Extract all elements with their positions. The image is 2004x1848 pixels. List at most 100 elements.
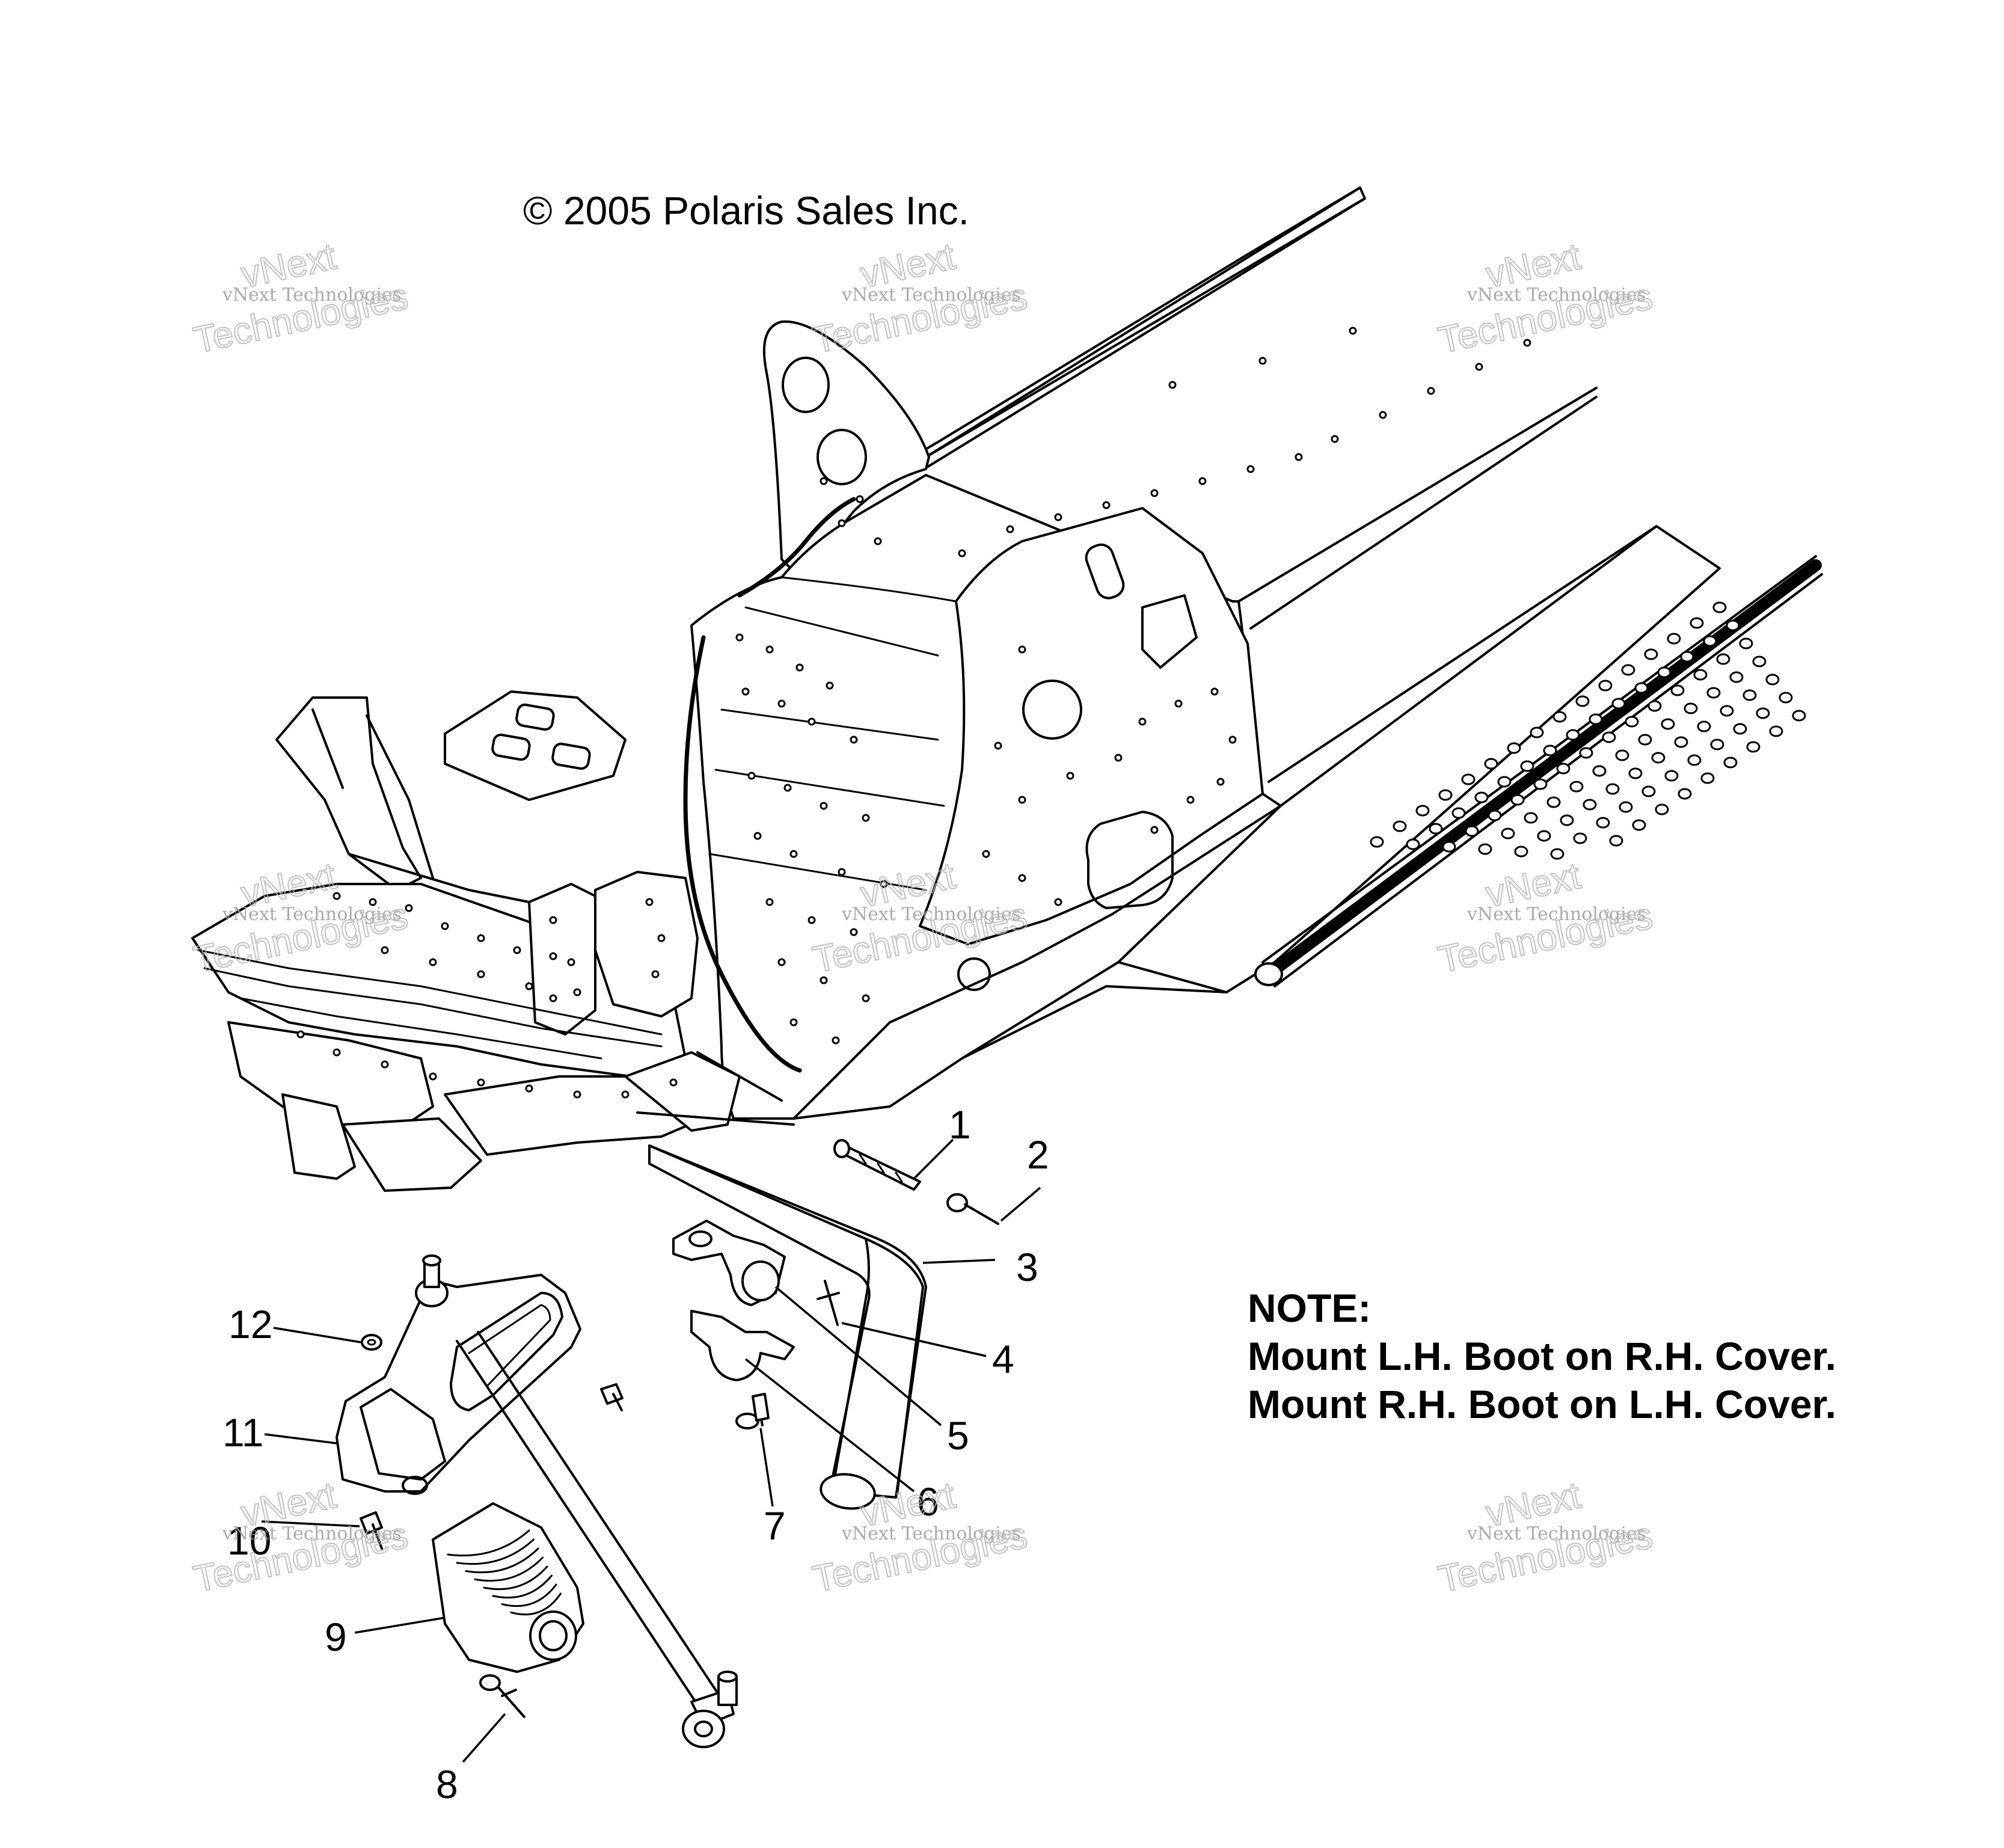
svg-text:vNext Technologies: vNext Technologies — [1466, 1523, 1646, 1544]
callout-1: 1 — [949, 1102, 971, 1147]
rivet-hole — [405, 904, 413, 912]
callout-9: 9 — [325, 1615, 347, 1659]
perforation-hole — [1667, 633, 1681, 645]
perforation-hole — [1566, 729, 1580, 741]
perforation-hole — [1641, 785, 1656, 797]
perforation-hole — [1488, 809, 1502, 821]
rivet-hole — [1054, 898, 1062, 906]
perforation-hole — [1716, 653, 1730, 665]
rivet-hole — [525, 982, 533, 990]
rivet-hole — [994, 741, 1002, 750]
rivet-hole — [1246, 465, 1255, 473]
rivet-hole — [789, 850, 798, 858]
perforation-hole — [1592, 765, 1607, 777]
callout-6: 6 — [917, 1479, 939, 1524]
perforation-hole — [1556, 763, 1570, 775]
svg-text:vNext Technologies: vNext Technologies — [841, 1523, 1021, 1544]
front-bulkhead — [191, 690, 795, 1192]
rivet-hole — [862, 994, 870, 1002]
callout-12: 12 — [228, 1302, 272, 1346]
rivet-hole — [1523, 339, 1531, 347]
perforation-hole — [1569, 781, 1584, 793]
watermark-3: vNext vNext Technologies Technologies — [1434, 235, 1656, 362]
perforation-hole — [1393, 820, 1407, 832]
perforation-hole — [1706, 687, 1721, 699]
perforation-hole — [1726, 619, 1740, 631]
rivet-hole — [1379, 411, 1387, 419]
perforation-hole — [1680, 651, 1694, 663]
perforation-hole — [1575, 695, 1590, 707]
callout-10: 10 — [227, 1518, 271, 1563]
perforation-hole — [1438, 789, 1453, 801]
perforation-hole — [1756, 707, 1770, 719]
perforation-hole — [1370, 836, 1384, 848]
rivet-hole — [765, 645, 774, 654]
perforation-hole — [1752, 655, 1767, 668]
perforation-hole — [1583, 799, 1597, 811]
perforation-hole — [1537, 830, 1551, 842]
rivet-hole — [332, 892, 341, 900]
perforation-hole — [1720, 705, 1734, 717]
rivet-hole — [549, 916, 557, 924]
rivet-hole — [820, 477, 828, 485]
perforation-hole — [1514, 846, 1528, 858]
svg-text:vNext Technologies: vNext Technologies — [1466, 904, 1646, 925]
perforation-hole — [1429, 823, 1443, 835]
rivet-hole — [1258, 357, 1267, 365]
perforation-hole — [1684, 702, 1698, 714]
perforation-hole — [1634, 682, 1649, 694]
svg-text:vNext Technologies: vNext Technologies — [841, 284, 1021, 305]
perforation-hole — [1655, 803, 1669, 815]
perforation-hole — [1661, 718, 1675, 730]
perforation-hole — [1670, 684, 1685, 696]
rivet-hole — [982, 850, 990, 858]
rivet-hole — [513, 946, 521, 954]
perforation-hole — [1638, 734, 1652, 746]
rivet-hole — [850, 735, 858, 744]
perforation-hole — [1693, 669, 1708, 681]
rivet-hole — [1114, 754, 1123, 762]
perforation-hole — [1621, 664, 1635, 676]
rivet-hole — [1150, 826, 1159, 834]
rivet-hole — [1018, 874, 1026, 882]
rivet-hole — [1295, 453, 1303, 461]
perforation-hole — [1507, 742, 1521, 754]
perforation-hole — [1723, 757, 1738, 769]
assembly-note: NOTE: Mount L.H. Boot on R.H. Cover. Mou… — [1248, 1284, 1836, 1428]
perforation-hole — [1647, 700, 1662, 712]
perforation-hole — [1596, 817, 1610, 829]
rivet-hole — [429, 1072, 437, 1081]
watermark-2: vNext vNext Technologies Technologies — [809, 235, 1031, 362]
boot-rib — [447, 1529, 530, 1557]
perforation-hole — [1605, 783, 1620, 795]
perforation-hole — [1657, 666, 1672, 678]
perforation-hole — [1524, 812, 1538, 824]
rivet-hole — [838, 519, 846, 527]
callout-5: 5 — [947, 1413, 969, 1458]
rivet-hole — [549, 952, 557, 960]
rivet-hole — [1186, 796, 1195, 804]
rivet-hole — [441, 922, 449, 930]
rivet-hole — [838, 868, 846, 876]
boot-rib — [510, 1592, 562, 1616]
perforation-hole — [1415, 805, 1430, 817]
callout-7: 7 — [764, 1503, 786, 1548]
perforation-hole — [1619, 801, 1633, 813]
rivet-hole — [573, 988, 581, 996]
rivet-hole — [381, 946, 389, 954]
rivet-hole — [820, 976, 828, 984]
rivet-hole — [850, 928, 858, 936]
part-2-rivet — [946, 1193, 999, 1225]
rivet-hole — [1168, 381, 1177, 389]
rivet-hole — [567, 958, 575, 966]
svg-text:vNext Technologies: vNext Technologies — [222, 904, 402, 925]
boot-rib — [465, 1547, 539, 1574]
perforation-hole — [1611, 698, 1626, 710]
rivet-hole — [807, 717, 816, 726]
perforation-hole — [1579, 747, 1593, 759]
rivet-hole — [1150, 489, 1159, 497]
perforation-hole — [1465, 825, 1479, 837]
part-3-tube — [648, 1144, 927, 1510]
boot-rib — [474, 1556, 544, 1582]
